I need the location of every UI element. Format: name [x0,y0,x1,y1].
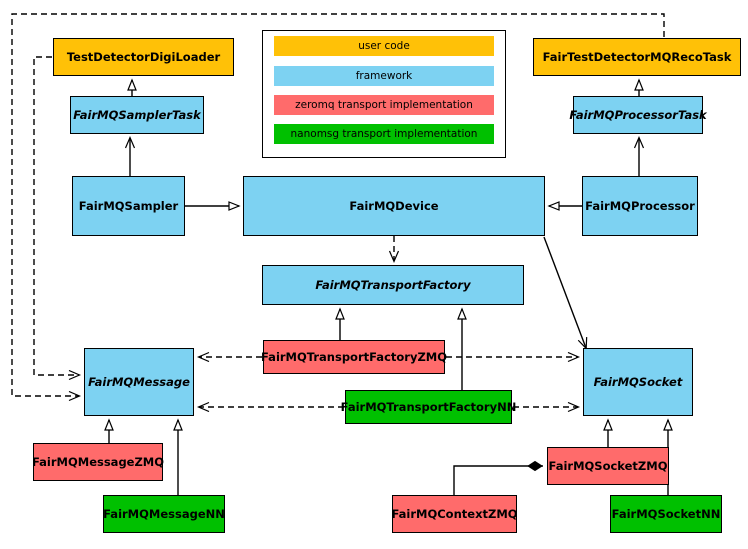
legend-label-framework: framework [355,70,413,82]
edge-contextzmq-to-socketzmq [453,460,543,495]
legend-item-nanomsg: nanomsg transport implementation [274,124,494,144]
class-box-fairmqsocketnn[interactable]: FairMQSocketNN [610,495,722,533]
class-box-testdetectordigiloader[interactable]: TestDetectorDigiLoader [53,38,234,76]
class-box-fairmqsocket[interactable]: FairMQSocket [583,348,693,416]
class-box-fairmqcontextzmq[interactable]: FairMQContextZMQ [391,495,518,533]
class-box-fairmqtransportfactory[interactable]: FairMQTransportFactory [262,265,524,305]
edge-device-to-socket [543,236,586,348]
class-box-fairtestdetectormqrecotask[interactable]: FairTestDetectorMQRecoTask [533,38,741,76]
class-box-fairmqtransportfactoryzmq[interactable]: FairMQTransportFactoryZMQ [261,340,447,374]
class-box-fairmqtransportfactorynn[interactable]: FairMQTransportFactoryNN [341,390,516,424]
legend-label-zeromq: zeromq transport implementation [295,99,473,111]
legend-item-zeromq: zeromq transport implementation [274,95,494,115]
legend-item-framework: framework [274,66,494,86]
class-box-fairmqmessagenn[interactable]: FairMQMessageNN [103,495,225,533]
legend-label-user-code: user code [358,40,410,52]
class-box-fairmqmessage[interactable]: FairMQMessage [84,348,194,416]
legend-item-user-code: user code [274,36,494,56]
class-box-fairmqprocessor[interactable]: FairMQProcessor [582,176,698,236]
class-box-fairmqsamplertask[interactable]: FairMQSamplerTask [70,96,204,134]
legend-label-nanomsg: nanomsg transport implementation [290,128,478,140]
class-box-fairmqdevice[interactable]: FairMQDevice [243,176,545,236]
class-box-fairmqsampler[interactable]: FairMQSampler [72,176,185,236]
class-box-fairmqsocketzmq[interactable]: FairMQSocketZMQ [547,447,669,485]
class-box-fairmqprocessortask[interactable]: FairMQProcessorTask [569,96,707,134]
class-box-fairmqmessagezmq[interactable]: FairMQMessageZMQ [32,443,164,481]
